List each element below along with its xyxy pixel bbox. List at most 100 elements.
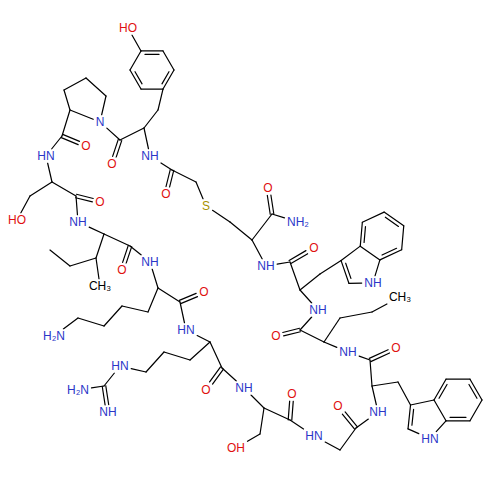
bond-line — [213, 369, 224, 384]
bond-line — [446, 420, 470, 421]
bond-line — [144, 110, 158, 128]
atom-label: HN — [304, 430, 323, 443]
atom-label: HN — [110, 360, 129, 373]
bond-line — [340, 312, 372, 318]
atom-label: NH — [98, 406, 117, 419]
atom-label: NH — [68, 216, 87, 229]
atom-label: CH₃ — [388, 291, 412, 304]
bond-line — [434, 400, 446, 421]
bond-line — [196, 182, 203, 199]
bond-line — [372, 382, 398, 386]
bond-line — [384, 212, 404, 226]
bond-line — [106, 386, 109, 405]
atom-label: OH — [226, 442, 246, 455]
bond-line — [52, 136, 62, 149]
atom-label: H₂N — [42, 330, 66, 343]
atom-label: N — [95, 116, 106, 129]
bond-line — [52, 182, 76, 196]
bond-line — [375, 260, 380, 276]
bond-line — [398, 382, 411, 405]
bond-line — [450, 417, 466, 418]
bond-line — [324, 342, 337, 347]
bond-line — [290, 420, 304, 429]
bond-line — [164, 352, 190, 360]
bond-line — [324, 318, 340, 342]
atom-label: NH — [338, 346, 357, 359]
atom-label: HN — [36, 150, 55, 163]
bond-line — [290, 262, 300, 290]
bond-line — [141, 88, 163, 89]
bond-line — [104, 234, 130, 246]
bond-line — [86, 78, 106, 96]
bond-line — [158, 89, 163, 110]
bond-line — [141, 50, 163, 51]
bond-line — [291, 254, 308, 264]
atom-label: NH₂ — [286, 216, 310, 229]
bond-line — [222, 368, 236, 381]
bond-line — [144, 128, 149, 149]
atom-label: HN — [176, 324, 195, 337]
bond-line — [107, 128, 120, 140]
bond-line — [162, 72, 169, 84]
bond-line — [190, 342, 210, 360]
bond-line — [172, 170, 196, 182]
bond-line — [116, 141, 122, 158]
bond-line — [277, 262, 290, 264]
bond-line — [411, 400, 434, 405]
bond-line — [158, 288, 180, 302]
bond-line — [300, 330, 324, 342]
atom-label: O — [390, 342, 401, 355]
atom-label: O — [94, 196, 105, 209]
bond-line — [104, 306, 122, 326]
bond-line — [272, 214, 285, 218]
bond-line — [179, 293, 196, 300]
bond-line — [248, 434, 261, 441]
bond-line — [251, 395, 264, 408]
bond-line — [369, 350, 388, 359]
bond-line — [408, 429, 419, 434]
bond-line — [362, 212, 384, 222]
atom-label: H₂N — [66, 384, 90, 397]
bond-line — [469, 384, 477, 398]
bond-line — [252, 214, 272, 240]
bond-line — [342, 414, 354, 429]
bond-line — [267, 195, 270, 214]
bond-line — [385, 217, 398, 226]
bond-line — [446, 379, 470, 380]
bond-line — [102, 386, 105, 405]
bond-line — [382, 248, 397, 255]
bond-line — [135, 72, 142, 84]
bond-line — [346, 263, 351, 278]
bond-line — [21, 196, 30, 213]
atom-label: O — [116, 264, 127, 277]
bond-line — [289, 251, 306, 261]
bond-line — [271, 195, 274, 214]
bond-line — [102, 96, 106, 115]
bond-line — [161, 163, 172, 170]
bond-line — [70, 110, 93, 119]
bond-line — [169, 170, 173, 187]
bond-line — [197, 336, 210, 342]
bond-line — [252, 240, 262, 259]
bond-line — [180, 302, 185, 323]
bond-line — [341, 261, 349, 284]
atom-label: HO — [118, 22, 138, 35]
bond-line — [370, 360, 372, 386]
bond-line — [76, 196, 77, 215]
bond-line — [372, 304, 387, 312]
bond-line — [360, 246, 380, 260]
atom-label: O — [198, 286, 209, 299]
bond-line — [349, 282, 362, 283]
bond-line — [288, 401, 289, 420]
bond-line — [64, 90, 70, 110]
bond-line — [260, 408, 264, 434]
atom-label: O — [332, 400, 343, 413]
bond-line — [63, 134, 80, 141]
bond-line — [76, 198, 93, 202]
bond-line — [402, 226, 404, 250]
bond-line — [264, 408, 290, 420]
bond-line — [122, 306, 148, 312]
bond-line — [230, 222, 252, 240]
